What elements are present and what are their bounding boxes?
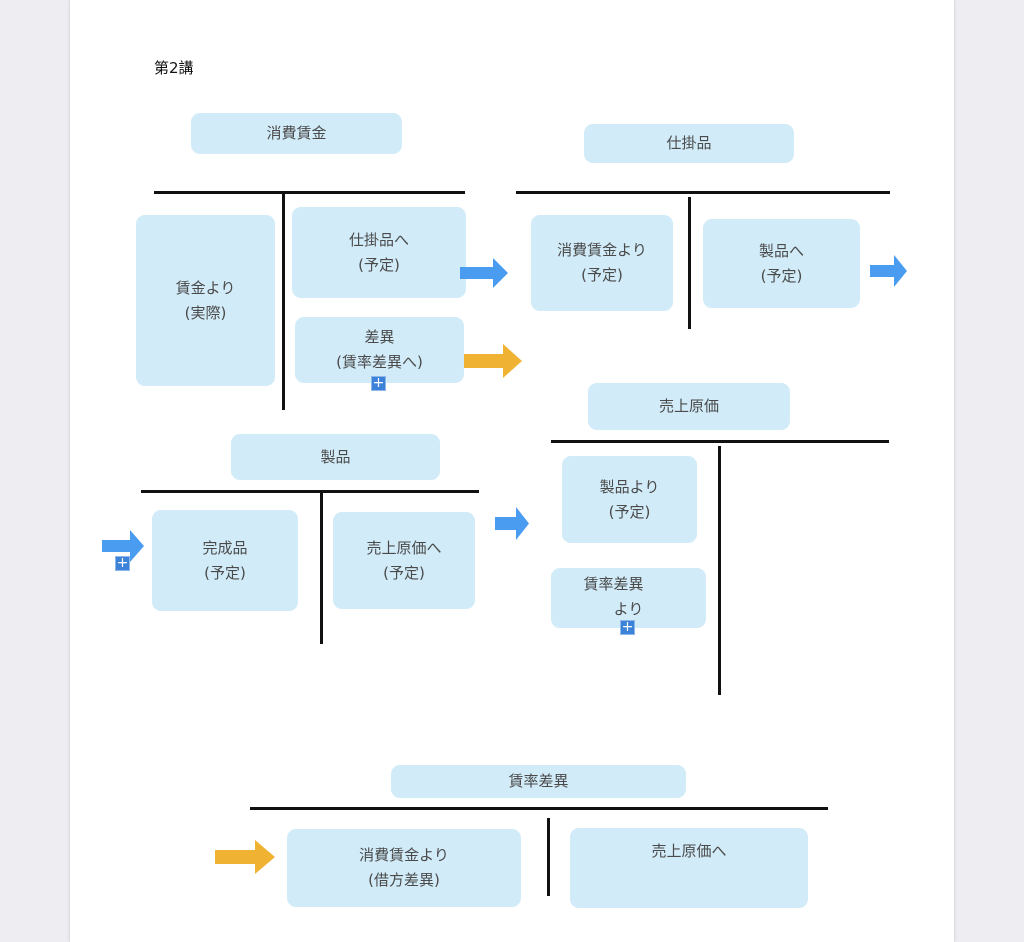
products-divider (320, 493, 323, 644)
products-header-line (141, 490, 479, 493)
arrow-right-icon (870, 255, 907, 287)
consumed-wages-credit-variance-box[interactable]: 差異 (賃率差異へ) (295, 317, 464, 383)
products-header[interactable]: 製品 (231, 434, 440, 480)
page-title: 第2講 (154, 59, 194, 77)
cogs-divider (718, 446, 721, 695)
wip-header-line (516, 191, 890, 194)
rate-variance-header-line (250, 807, 828, 810)
consumed-wages-divider (282, 194, 285, 410)
consumed-wages-header-line (154, 191, 465, 194)
plus-icon[interactable]: + (371, 375, 386, 391)
arrow-right-icon (102, 530, 144, 562)
arrow-right-icon (495, 507, 529, 540)
consumed-wages-credit-wip-box[interactable]: 仕掛品へ (予定) (292, 207, 466, 298)
rate-variance-debit-box[interactable]: 消費賃金より (借方差異) (287, 829, 521, 907)
plus-icon[interactable]: + (620, 619, 635, 635)
cogs-debit-variance-box[interactable]: 賃率差異 より (551, 568, 706, 628)
consumed-wages-debit-box[interactable]: 賃金より (実際) (136, 215, 275, 386)
cogs-header[interactable]: 売上原価 (588, 383, 790, 430)
products-credit-box[interactable]: 売上原価へ (予定) (333, 512, 475, 609)
wip-credit-box[interactable]: 製品へ (予定) (703, 219, 860, 308)
arrow-right-icon (464, 344, 522, 378)
wip-header[interactable]: 仕掛品 (584, 124, 794, 163)
wip-debit-box[interactable]: 消費賃金より (予定) (531, 215, 673, 311)
arrow-right-icon (460, 258, 508, 288)
cogs-header-line (551, 440, 889, 443)
rate-variance-credit-box[interactable]: 売上原価へ (570, 828, 808, 908)
wip-divider (688, 197, 691, 329)
rate-variance-divider (547, 818, 550, 896)
consumed-wages-header[interactable]: 消費賃金 (191, 113, 402, 154)
cogs-debit-products-box[interactable]: 製品より (予定) (562, 456, 697, 543)
products-debit-box[interactable]: 完成品 (予定) (152, 510, 298, 611)
plus-icon[interactable]: + (115, 555, 130, 571)
rate-variance-header[interactable]: 賃率差異 (391, 765, 686, 798)
arrow-right-icon (215, 840, 275, 874)
